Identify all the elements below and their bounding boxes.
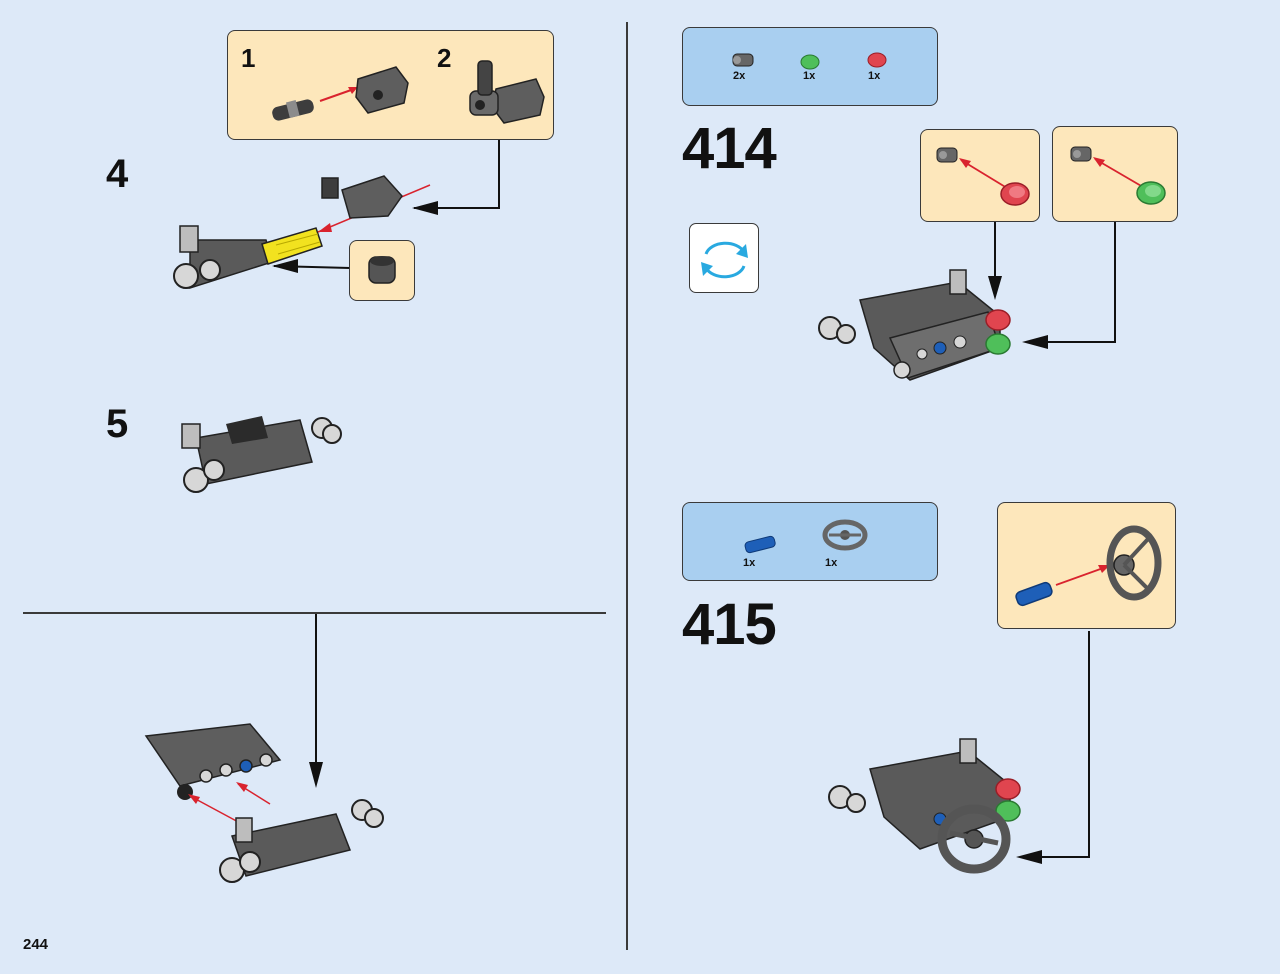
part-qty: 1x (803, 70, 816, 82)
page-number: 244 (23, 936, 49, 953)
step-414-model-illustration (818, 222, 1116, 381)
steering-wheel-callout (997, 502, 1176, 629)
step-415-parts-list: 1x 1x (682, 502, 938, 581)
red-light-assembly-icon (936, 147, 1030, 206)
green-light-callout (1052, 126, 1178, 222)
rotate-arrows-icon (701, 241, 748, 279)
part-qty: 1x (868, 70, 881, 82)
bushing-callout (349, 240, 415, 301)
blue-pin-icon (744, 535, 776, 554)
combined-assembly-illustration (144, 614, 384, 883)
gray-pin-icon (272, 99, 314, 121)
left-assembly-illustrations (173, 140, 500, 493)
substep-2-number: 2 (437, 43, 452, 73)
part-qty: 2x (733, 70, 746, 82)
step-4-assembly (173, 175, 431, 290)
red-light-icon (867, 52, 887, 68)
step-5-number: 5 (106, 402, 129, 446)
step-415-parts-icons (744, 519, 868, 554)
step-415-model-illustration (828, 631, 1090, 874)
part-qty: 1x (825, 557, 838, 569)
part-qty: 1x (743, 557, 756, 569)
bushing-icon (368, 256, 396, 284)
subassembly-callout: 1 2 (227, 30, 554, 140)
step-5-assembly (181, 416, 342, 493)
step-415-number: 415 (682, 592, 777, 657)
red-light-callout (920, 129, 1040, 222)
vertical-divider (626, 22, 628, 950)
step-414-parts-icons (732, 52, 887, 70)
substep-parts-illustration (272, 60, 545, 124)
gray-pin-icon (732, 53, 754, 67)
step-4-number: 4 (106, 152, 129, 196)
green-light-icon (800, 54, 820, 70)
steering-wheel-assembly-icon (1015, 525, 1162, 607)
green-light-assembly-icon (1070, 146, 1166, 205)
assembled-connector-icon (469, 60, 545, 124)
step-414-parts-list: 2x 1x 1x (682, 27, 938, 106)
step-414-number: 414 (682, 116, 777, 181)
bent-connector-icon (355, 66, 409, 114)
rotate-model-icon (689, 223, 759, 293)
substep-1-number: 1 (241, 43, 256, 73)
steering-wheel-icon (822, 519, 868, 551)
horizontal-divider (23, 612, 606, 614)
